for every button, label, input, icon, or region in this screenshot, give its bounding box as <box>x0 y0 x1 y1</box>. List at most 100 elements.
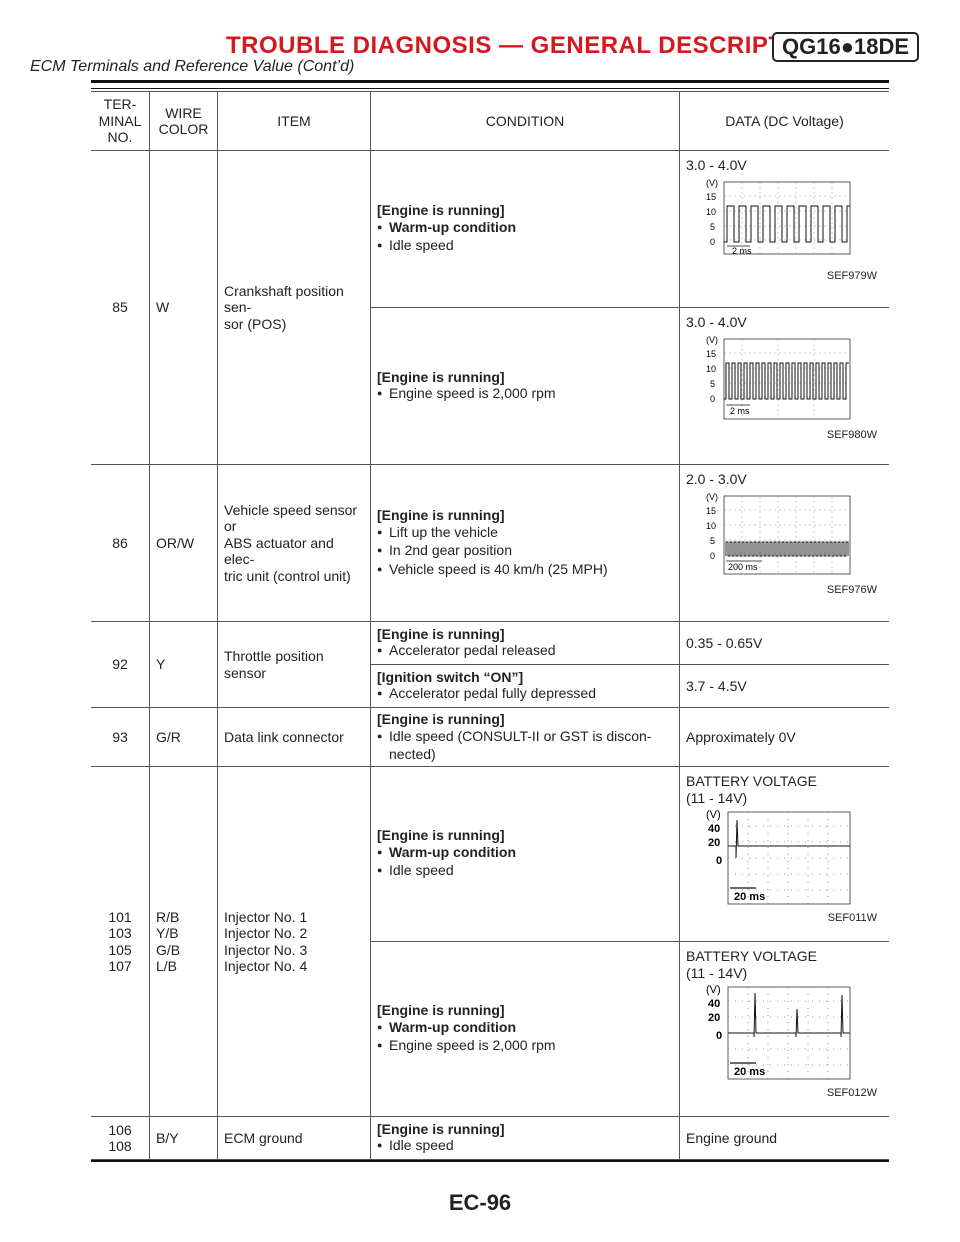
condition-cell: [Engine is running] Warm-up condition En… <box>370 941 680 1117</box>
scope-unit: (V) <box>706 984 721 996</box>
item-cell: Throttle position sensor <box>217 621 371 708</box>
data-cell: 0.35 - 0.65V <box>679 621 889 665</box>
oscilloscope-waveform-crank-2000rpm: (V) 15 10 5 0 2 ms <box>706 335 851 419</box>
table-bottom-rule <box>91 1160 889 1162</box>
page-header: TROUBLE DIAGNOSIS — GENERAL DESCRIPTION … <box>30 28 920 76</box>
scope-tick: 10 <box>706 521 716 531</box>
data-cell: BATTERY VOLTAGE (11 - 14V) (V) 40 20 0 2… <box>679 766 889 942</box>
condition-title: [Engine is running] <box>377 1002 505 1019</box>
data-cell: Engine ground <box>679 1116 889 1160</box>
condition-bullet: Accelerator pedal released <box>377 642 673 661</box>
wire-color: W <box>149 150 218 465</box>
scope-tick: 10 <box>706 364 716 374</box>
condition-bullet: In 2nd gear position <box>377 542 673 561</box>
col-condition: CONDITION <box>370 91 680 151</box>
scope-tick: 40 <box>708 823 720 835</box>
data-cell: 2.0 - 3.0V (V) 15 10 5 0 200 ms SEF976W <box>679 464 889 622</box>
header-rule-thin <box>91 88 889 89</box>
page-title: TROUBLE DIAGNOSIS — GENERAL DESCRIPTION <box>226 32 828 59</box>
condition-cell: [Engine is running] Idle speed (CONSULT-… <box>370 707 680 767</box>
condition-bullet: Idle speed <box>377 237 673 256</box>
scope-tick: 40 <box>708 998 720 1010</box>
item-cell: ECM ground <box>217 1116 371 1160</box>
oscilloscope-waveform-injector-2000rpm: (V) 40 20 0 20 ms <box>706 984 851 1080</box>
data-cell: 3.0 - 4.0V (V) 15 10 5 0 2 ms SEF979W <box>679 150 889 308</box>
scope-timebase: 2 ms <box>732 246 752 256</box>
condition-bullet: Accelerator pedal fully depressed <box>377 685 673 704</box>
scope-tick: 15 <box>706 506 716 516</box>
scope-tick: 5 <box>710 379 715 389</box>
wire-color: Y <box>149 621 218 708</box>
table-row: 92 Y Throttle position sensor [Engine is… <box>91 621 889 708</box>
condition-cell: [Engine is running] Lift up the vehicle … <box>370 464 680 622</box>
item-cell: Injector No. 1 Injector No. 2 Injector N… <box>217 766 371 1117</box>
data-value: 3.0 - 4.0V <box>686 314 747 330</box>
condition-bullet: Vehicle speed is 40 km/h (25 MPH) <box>377 561 673 580</box>
scope-tick: 20 <box>708 837 720 849</box>
wire-color: R/B Y/B G/B L/B <box>149 766 218 1117</box>
scope-unit: (V) <box>706 335 718 345</box>
data-cell: BATTERY VOLTAGE (11 - 14V) (V) 40 20 0 2… <box>679 941 889 1117</box>
condition-bullet: Warm-up condition <box>377 219 673 238</box>
condition-cell: [Engine is running] Warm-up condition Id… <box>370 766 680 942</box>
condition-bullet: Lift up the vehicle <box>377 524 673 543</box>
scope-timebase: 2 ms <box>730 406 750 416</box>
col-data: DATA (DC Voltage) <box>679 91 889 151</box>
table-row: [Engine is running] Warm-up condition En… <box>91 941 889 1117</box>
condition-title: [Engine is running] <box>377 1120 505 1137</box>
condition-title: [Engine is running] <box>377 625 505 642</box>
item-cell: Vehicle speed sensor or ABS actuator and… <box>217 464 371 622</box>
data-cell: 3.0 - 4.0V (V) 15 10 5 0 2 ms SEF980W <box>679 307 889 465</box>
terminal-no: 106 108 <box>91 1116 150 1160</box>
terminal-no: 101 103 105 107 <box>91 766 150 1117</box>
condition-cell: [Engine is running] Warm-up condition Id… <box>370 150 680 308</box>
condition-bullet: Warm-up condition <box>377 844 673 863</box>
scope-tick: 10 <box>706 207 716 217</box>
terminal-no: 86 <box>91 464 150 622</box>
condition-title: [Engine is running] <box>377 507 505 523</box>
condition-bullet: Idle speed <box>377 1137 673 1156</box>
table-row: 106 108 B/Y ECM ground [Engine is runnin… <box>91 1116 889 1160</box>
col-wire-color: WIRE COLOR <box>149 91 218 151</box>
condition-title: [Engine is running] <box>377 202 505 219</box>
condition-title: [Engine is running] <box>377 711 505 728</box>
figure-ref: SEF979W <box>826 269 877 282</box>
col-terminal: TER- MINAL NO. <box>91 91 150 151</box>
col-item: ITEM <box>217 91 371 151</box>
wire-color: OR/W <box>149 464 218 622</box>
data-value: 2.0 - 3.0V <box>686 471 747 487</box>
table-row: 93 G/R Data link connector [Engine is ru… <box>91 707 889 767</box>
oscilloscope-waveform-crank-idle: (V) 15 10 5 0 2 ms <box>706 178 851 256</box>
page-number: EC-96 <box>448 1190 512 1215</box>
header-rule-thick <box>91 80 889 83</box>
ecm-terminal-table: TER- MINAL NO. WIRE COLOR ITEM CONDITION… <box>91 91 889 1160</box>
condition-cell: [Ignition switch “ON”] Accelerator pedal… <box>370 664 680 708</box>
scope-tick: 0 <box>716 1030 722 1042</box>
condition-cell: [Engine is running] Accelerator pedal re… <box>370 621 680 665</box>
scope-tick: 5 <box>710 536 715 546</box>
scope-unit: (V) <box>706 178 718 188</box>
model-badge: QG16●18DE <box>772 32 920 62</box>
terminal-no: 92 <box>91 621 150 708</box>
figure-ref: SEF011W <box>827 912 877 924</box>
scope-tick: 5 <box>710 222 715 232</box>
terminal-no: 93 <box>91 707 150 767</box>
condition-title: [Engine is running] <box>377 827 505 844</box>
item-cell: Crankshaft position sen- sor (POS) <box>217 150 371 465</box>
condition-bullet: Engine speed is 2,000 rpm <box>377 385 673 404</box>
scope-unit: (V) <box>706 809 721 821</box>
scope-tick: 0 <box>716 855 722 867</box>
scope-tick: 0 <box>710 394 715 404</box>
table-row: [Engine is running] Engine speed is 2,00… <box>91 307 889 465</box>
scope-timebase: 20 ms <box>734 1066 765 1078</box>
item-cell: Data link connector <box>217 707 371 767</box>
scope-tick: 15 <box>706 349 716 359</box>
data-value: BATTERY VOLTAGE (11 - 14V) <box>686 948 817 981</box>
scope-tick: 15 <box>706 192 716 202</box>
data-cell: 3.7 - 4.5V <box>679 664 889 708</box>
condition-title: [Ignition switch “ON”] <box>377 668 524 685</box>
condition-cell: [Engine is running] Idle speed <box>370 1116 680 1160</box>
scope-tick: 0 <box>710 551 715 561</box>
figure-ref: SEF980W <box>826 428 877 441</box>
scope-tick: 20 <box>708 1012 720 1024</box>
